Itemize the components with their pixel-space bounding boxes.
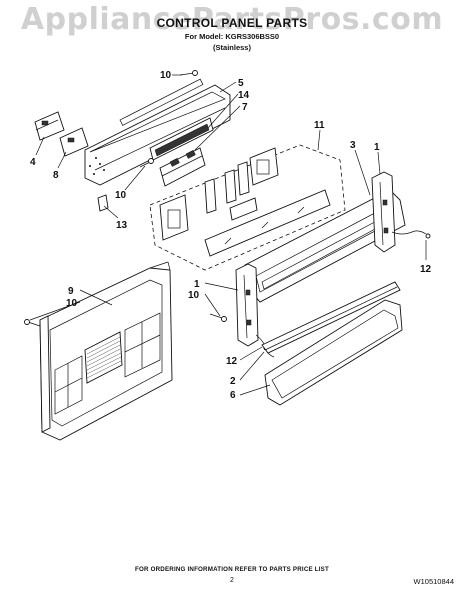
lower-trim-panel	[264, 299, 403, 406]
screw-heat-shield	[24, 319, 41, 327]
callout-5: 5	[238, 78, 244, 89]
screw-middle-left	[139, 158, 154, 168]
callout-10-left: 10	[66, 298, 78, 309]
control-panel-backplate	[84, 78, 231, 186]
ignition-module	[34, 111, 65, 141]
page-title: CONTROL PANEL PARTS	[156, 16, 308, 30]
callout-6: 6	[230, 390, 236, 401]
leader-lines	[29, 74, 427, 396]
callout-12-right: 12	[420, 264, 432, 275]
callout-1-right: 1	[374, 142, 380, 153]
callout-9: 9	[68, 286, 74, 297]
callout-12-left: 12	[226, 356, 238, 367]
model-line: For Model: KGRS306BSS0	[184, 32, 280, 41]
callout-8: 8	[53, 170, 59, 181]
callout-10-mid: 10	[115, 190, 127, 201]
callout-labels: 10 5 14 7 4 8 10 13 11 3 1 12 9 10 1 10 …	[30, 70, 432, 401]
callout-1-left: 1	[194, 279, 200, 290]
trim-extrusion	[261, 281, 401, 354]
callout-2: 2	[230, 376, 236, 387]
callout-11: 11	[314, 120, 325, 131]
callout-10-lower: 10	[188, 290, 200, 301]
relay-board	[59, 127, 89, 157]
callout-7: 7	[242, 102, 248, 113]
ordering-note: FOR ORDERING INFORMATION REFER TO PARTS …	[135, 566, 329, 573]
endcap-right	[371, 171, 431, 253]
callout-3: 3	[350, 140, 356, 151]
callout-14: 14	[238, 90, 250, 101]
screw-top	[179, 70, 198, 76]
finish-line: (Stainless)	[213, 43, 251, 52]
callout-10-top: 10	[160, 70, 172, 81]
control-board	[159, 147, 206, 187]
document-number: W10510844	[413, 577, 454, 586]
screw-left-endcap	[209, 313, 227, 322]
display-lens	[149, 117, 214, 161]
rear-heat-shield	[39, 261, 173, 441]
watermark: AppliancePartsPros.com	[20, 2, 444, 37]
page-number: 2	[230, 577, 234, 584]
callout-4: 4	[30, 157, 36, 168]
knob-and-bezel-assembly	[149, 144, 346, 271]
callout-13: 13	[116, 220, 128, 231]
